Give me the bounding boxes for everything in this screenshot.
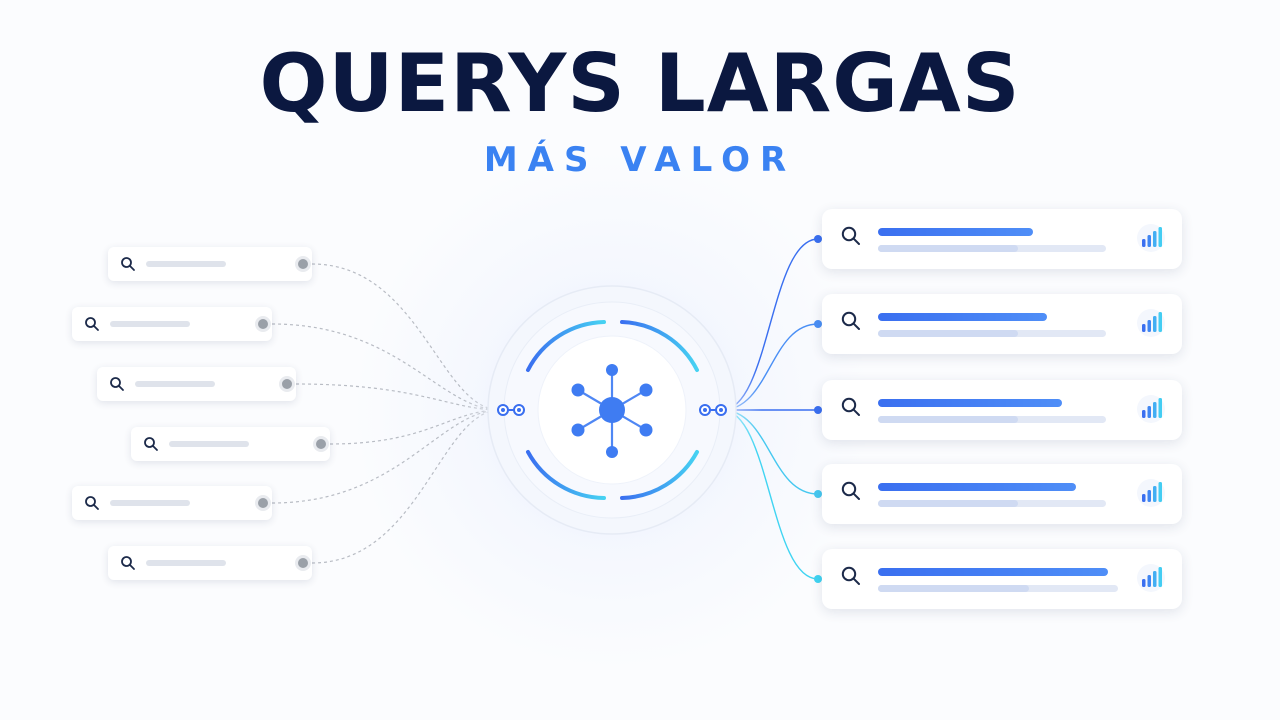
long-query-card xyxy=(822,380,1182,440)
search-icon xyxy=(144,437,158,451)
query-port xyxy=(258,319,268,329)
right-endpoints xyxy=(814,235,822,583)
page-subtitle: MÁS VALOR xyxy=(483,140,797,180)
connector-left-2 xyxy=(271,323,501,411)
search-icon xyxy=(121,556,135,570)
signal-bars-icon xyxy=(1137,224,1165,252)
signal-bars-icon xyxy=(1137,564,1165,592)
network-hub xyxy=(462,260,762,560)
search-icon xyxy=(110,377,124,391)
connector-left-1 xyxy=(311,263,501,411)
signal-bars-icon xyxy=(1137,309,1165,337)
short-query-card xyxy=(131,427,330,461)
hub-output-port xyxy=(699,404,727,416)
short-query-card xyxy=(108,546,312,580)
query-port xyxy=(316,439,326,449)
signal-bars-icon xyxy=(1137,395,1165,423)
short-query-card xyxy=(108,247,312,281)
query-detail-bar xyxy=(878,416,1106,423)
query-title-bar xyxy=(878,483,1076,491)
query-detail-bar xyxy=(878,500,1106,507)
query-port xyxy=(282,379,292,389)
short-query-card xyxy=(72,486,272,520)
page-title: QUERYS LARGAS xyxy=(259,37,1021,130)
query-placeholder xyxy=(110,321,190,327)
query-title-bar xyxy=(878,313,1047,321)
search-icon xyxy=(121,257,135,271)
search-icon xyxy=(85,496,99,510)
query-placeholder xyxy=(169,441,249,447)
query-port xyxy=(298,558,308,568)
search-icon xyxy=(841,226,860,245)
long-query-card xyxy=(822,294,1182,354)
query-placeholder xyxy=(110,500,190,506)
query-title-bar xyxy=(878,399,1062,407)
search-icon xyxy=(841,481,860,500)
hub-input-port xyxy=(497,404,525,416)
query-placeholder xyxy=(146,560,226,566)
query-detail-bar xyxy=(878,330,1106,337)
signal-bars-icon xyxy=(1137,479,1165,507)
query-port xyxy=(258,498,268,508)
query-placeholder xyxy=(135,381,215,387)
query-detail-bar xyxy=(878,245,1106,252)
query-port xyxy=(298,259,308,269)
long-query-card xyxy=(822,464,1182,524)
long-query-card xyxy=(822,209,1182,269)
short-query-card xyxy=(72,307,272,341)
query-detail-bar xyxy=(878,585,1118,592)
search-icon xyxy=(841,397,860,416)
long-query-card xyxy=(822,549,1182,609)
search-icon xyxy=(841,311,860,330)
query-title-bar xyxy=(878,228,1033,236)
query-title-bar xyxy=(878,568,1108,576)
query-placeholder xyxy=(146,261,226,267)
short-query-card xyxy=(97,367,296,401)
search-icon xyxy=(841,566,860,585)
search-icon xyxy=(85,317,99,331)
